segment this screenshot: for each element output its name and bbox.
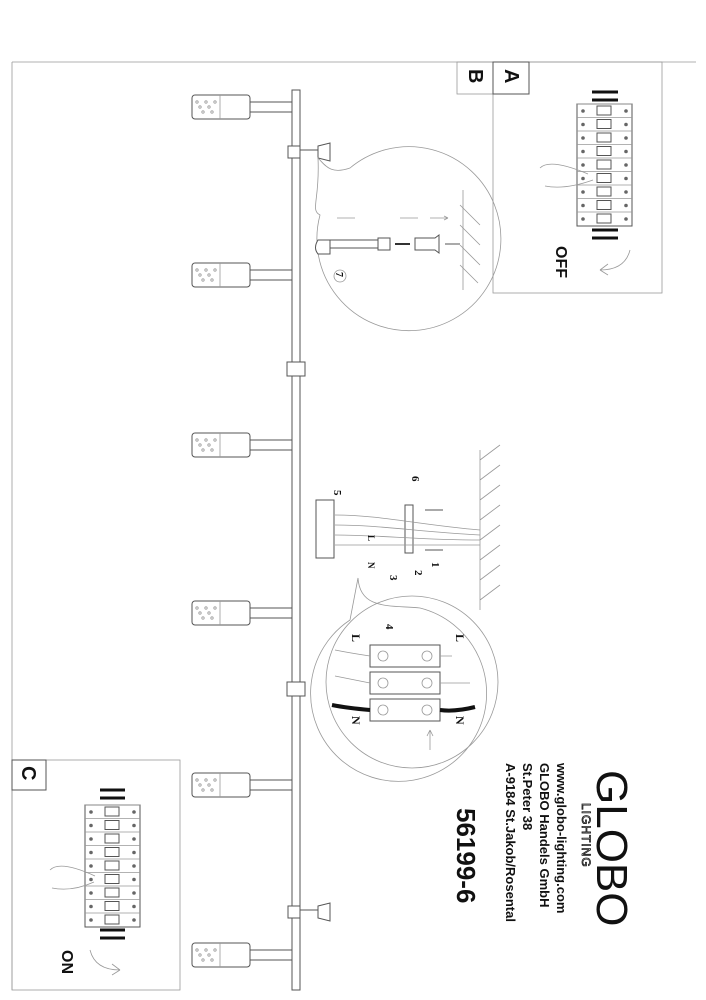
- step-7-label: 7: [333, 272, 344, 277]
- terminal-clamp: [104, 874, 120, 884]
- panel-a-b: A B OFF: [456, 61, 663, 294]
- terminal-clamp: [104, 847, 120, 857]
- step-5-label: 5: [331, 490, 343, 496]
- terminal-clamp: [104, 820, 120, 830]
- city-text: A-9184 St.Jakob/Rosental: [503, 763, 518, 922]
- panel-a-label: A: [500, 69, 522, 83]
- terminal-clamp: [104, 860, 120, 871]
- panel-c-label: C: [17, 766, 39, 780]
- spotlight: [191, 262, 293, 288]
- terminal-block-off: [576, 90, 633, 240]
- hand-icon: [539, 163, 594, 188]
- neutral-label-left: N: [349, 716, 363, 725]
- terminal-clamp: [596, 146, 612, 156]
- terminal-block-on: [84, 788, 141, 940]
- company-text: GLOBO Handels GmbH: [537, 763, 552, 907]
- spotlight: [191, 772, 293, 798]
- terminal-clamp: [596, 200, 612, 210]
- terminal-clamp: [596, 105, 612, 116]
- logo: GLOBO: [587, 770, 636, 927]
- terminal-clamp: [596, 132, 612, 143]
- spotlight: [191, 94, 293, 120]
- rod-holder: [329, 239, 381, 249]
- logo-subtitle: LIGHTING: [579, 803, 593, 868]
- terminal-clamp: [104, 833, 120, 844]
- street-text: St.Peter 38: [520, 763, 535, 830]
- terminal-clamp: [104, 901, 120, 911]
- connector: [286, 681, 306, 697]
- panel-c: C ON: [11, 759, 181, 991]
- spotlight: [191, 600, 293, 626]
- neutral-label: N: [366, 562, 376, 569]
- hand-icon: [49, 865, 96, 890]
- terminal-clamp: [104, 806, 120, 817]
- canopy-assembly: 6 5 1 2 3 L N: [315, 444, 501, 610]
- step-2-label: 2: [412, 570, 424, 576]
- neutral-label-right: N: [453, 716, 467, 725]
- detail-ceiling-mount: 7: [315, 146, 502, 332]
- website-text: www.globo-lighting.com: [554, 762, 569, 913]
- rotate-arrow-icon: [599, 249, 631, 276]
- clamp: [287, 905, 301, 919]
- light-bar: [191, 89, 331, 991]
- terminal-clamp: [104, 887, 120, 898]
- clamp: [287, 145, 301, 159]
- model-number: 56199-6: [451, 808, 481, 903]
- spotlight: [191, 942, 293, 968]
- rotate-arrow-icon: [89, 949, 121, 976]
- step-1-label: 1: [429, 562, 441, 568]
- terminal-clamp: [104, 914, 120, 925]
- detail-wiring: 4 L L N N: [310, 577, 499, 782]
- live-label: L: [366, 535, 376, 541]
- live-label-left: L: [349, 634, 363, 642]
- spotlight: [191, 432, 293, 458]
- off-label: OFF: [552, 246, 569, 278]
- on-label: ON: [58, 950, 75, 974]
- step-3-label: 3: [387, 575, 399, 581]
- anchor: [414, 234, 440, 254]
- connector: [286, 361, 306, 377]
- terminal-clamp: [596, 213, 612, 224]
- panel-b-label: B: [464, 69, 486, 83]
- terminal-clamp: [596, 173, 612, 183]
- canopy: [315, 499, 335, 559]
- brand-block: GLOBO LIGHTING www.globo-lighting.com GL…: [451, 762, 636, 927]
- step-4-label: 4: [383, 624, 395, 630]
- terminal-clamp: [596, 119, 612, 129]
- terminal-clamp: [596, 159, 612, 170]
- step-6-label: 6: [409, 476, 421, 482]
- terminal-clamp: [596, 186, 612, 197]
- live-label-right: L: [453, 634, 467, 642]
